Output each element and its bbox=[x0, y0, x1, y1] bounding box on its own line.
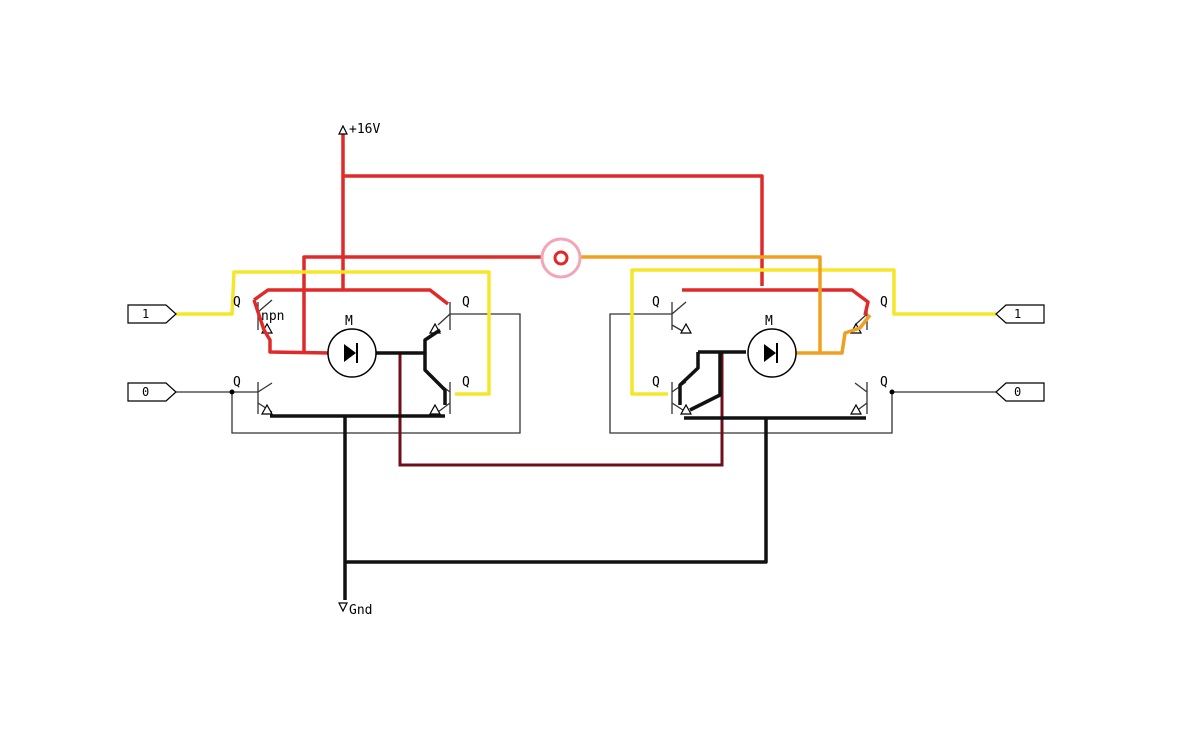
q6-label: Q bbox=[652, 375, 660, 390]
dark-red-wire bbox=[398, 352, 724, 467]
ground-wires bbox=[270, 328, 866, 600]
pin-right-bottom: 0 bbox=[995, 382, 1045, 402]
q2-label: Q bbox=[233, 375, 241, 390]
pin-right-top-value: 1 bbox=[1014, 307, 1021, 321]
supply-wires bbox=[252, 133, 870, 355]
orange-wires bbox=[570, 255, 872, 355]
junction-ring bbox=[540, 237, 582, 279]
q7-label: Q bbox=[880, 295, 888, 310]
q5-label: Q bbox=[652, 295, 660, 310]
q8-label: Q bbox=[880, 375, 888, 390]
q4-label: Q bbox=[462, 375, 470, 390]
supply-label: +16V bbox=[349, 122, 380, 137]
ground-symbol: Gnd bbox=[338, 602, 372, 618]
transistor-labels: Q Q Q Q Q Q Q Q npn bbox=[233, 295, 888, 390]
pin-right-top: 1 bbox=[995, 304, 1045, 324]
pin-right-bottom-value: 0 bbox=[1014, 385, 1021, 399]
pin-left-bottom-value: 0 bbox=[142, 385, 149, 399]
npn-label: npn bbox=[261, 309, 284, 324]
pin-left-bottom: 0 bbox=[127, 382, 177, 402]
motor-left: M bbox=[327, 314, 377, 378]
motor-right-label: M bbox=[765, 314, 773, 329]
pin-left-top-value: 1 bbox=[142, 307, 149, 321]
control-wires bbox=[176, 268, 996, 396]
pin-left-top: 1 bbox=[127, 304, 177, 324]
thin-wires bbox=[176, 299, 996, 434]
q3-label: Q bbox=[462, 295, 470, 310]
ground-label: Gnd bbox=[349, 603, 372, 618]
supply-symbol: +16V bbox=[338, 122, 380, 137]
junction-dots bbox=[229, 389, 895, 395]
motor-right: M bbox=[747, 314, 797, 378]
q1-label: Q bbox=[233, 295, 241, 310]
motor-left-label: M bbox=[345, 314, 353, 329]
